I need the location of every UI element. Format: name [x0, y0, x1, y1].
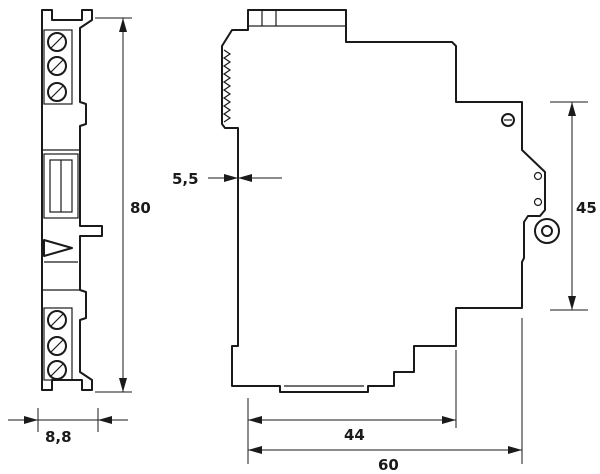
side-view [221, 9, 560, 393]
dim-offset: 5,5 [172, 158, 282, 198]
side-pin-icon [533, 171, 543, 181]
front-screws-bottom [43, 307, 73, 381]
screw-icon [47, 310, 67, 330]
terminal-block-bottom [43, 307, 73, 381]
front-window [43, 153, 79, 219]
screw-slot-icon [50, 313, 64, 327]
screw-slot-icon [50, 59, 64, 73]
screw-slot-icon [50, 363, 64, 377]
label-height-rail: 45 [576, 199, 597, 217]
dim-depth-total: 60 [248, 318, 523, 474]
front-screws-top [43, 29, 73, 105]
screw-slot-icon [50, 339, 64, 353]
side-top-clip [247, 9, 347, 27]
label-depth-inner: 44 [344, 426, 365, 444]
label-height-total: 80 [130, 199, 151, 217]
screw-icon [47, 360, 67, 380]
screw-icon [47, 82, 67, 102]
rail-clip-icon [534, 218, 560, 244]
label-offset: 5,5 [172, 170, 199, 188]
screw-slot-icon [50, 35, 64, 49]
front-triangle-mark [43, 239, 73, 257]
rail-clip-hub-icon [541, 225, 553, 237]
front-view [41, 9, 103, 391]
side-view-outline [221, 9, 546, 393]
dim-depth-inner: 44 [247, 350, 457, 464]
dim-width-side: 8,8 [8, 408, 128, 446]
side-screw-icon [501, 113, 515, 127]
label-width-side: 8,8 [45, 428, 72, 446]
screw-icon [47, 32, 67, 52]
terminal-block-top [43, 29, 73, 105]
screw-icon [47, 56, 67, 76]
label-depth-total: 60 [378, 456, 399, 474]
side-toothed-edge [222, 49, 232, 123]
dim-height-rail: 45 [550, 101, 597, 311]
front-view-outline [41, 9, 103, 391]
screw-icon [47, 336, 67, 356]
dim-height-total: 80 [95, 17, 156, 393]
side-pin-icon [533, 197, 543, 207]
screw-slot-icon [50, 85, 64, 99]
